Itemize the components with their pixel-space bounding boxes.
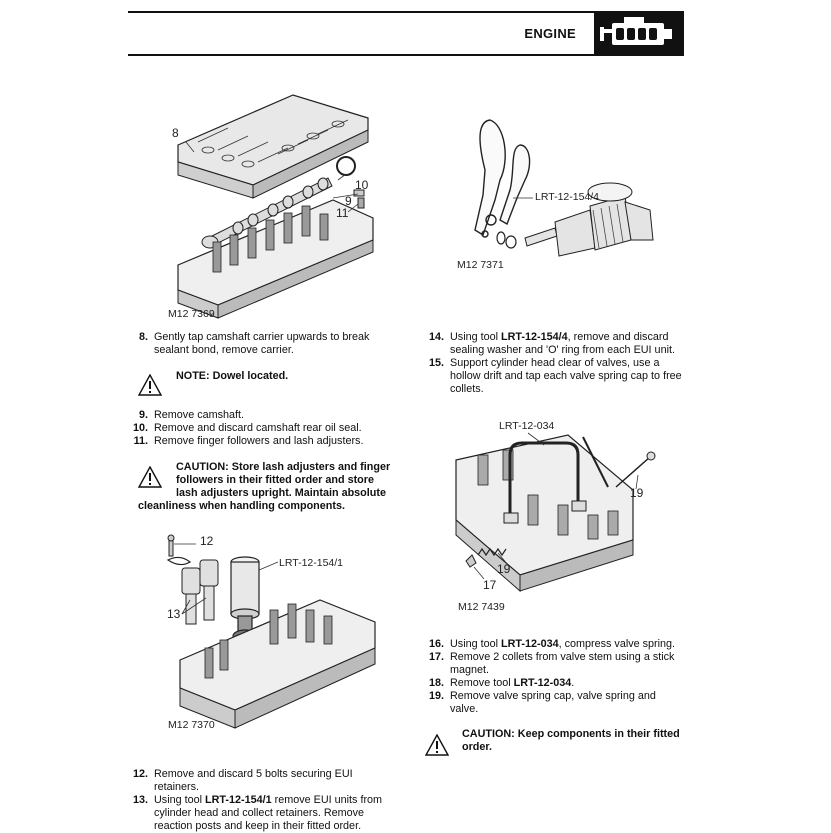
callout-8: 8 xyxy=(172,126,179,140)
callout-10: 10 xyxy=(355,178,369,192)
figure-eui-seal-tool xyxy=(455,110,670,260)
engine-icon xyxy=(594,11,684,55)
tool-label: LRT-12-154/1 xyxy=(279,557,344,569)
callout-19: 19 xyxy=(630,486,644,500)
figure-eui-removal xyxy=(160,530,385,735)
header-top-rule xyxy=(128,11,684,13)
figure-code: M12 7439 xyxy=(458,601,505,613)
callout-9: 9 xyxy=(345,194,352,208)
note-dowel: NOTE: Dowel located. xyxy=(176,370,289,382)
callout-11: 11 xyxy=(336,206,349,220)
caution-line-1: CAUTION: Store lash adjusters and finger xyxy=(176,461,391,473)
caution-line-2: order. xyxy=(462,741,493,753)
warning-icon xyxy=(137,465,163,493)
figure-code: M12 7369 xyxy=(168,308,215,320)
figure-code: M12 7371 xyxy=(457,259,504,271)
tool-label: LRT-12-154/4 xyxy=(535,191,600,203)
callout-12: 12 xyxy=(200,534,214,548)
warning-icon xyxy=(424,733,450,761)
section-title: ENGINE xyxy=(524,26,576,41)
caution-line-4: cleanliness when handling components. xyxy=(138,500,345,512)
header-bottom-rule xyxy=(128,54,684,56)
callout-17: 17 xyxy=(483,578,497,592)
figure-valve-spring-compressor xyxy=(448,415,663,600)
figure-camshaft-carrier xyxy=(168,90,383,320)
caution-line-2: followers in their fitted order and stor… xyxy=(176,474,374,486)
caution-line-1: CAUTION: Keep components in their fitted xyxy=(462,728,680,740)
tool-label: LRT-12-034 xyxy=(499,420,555,432)
caution-line-3: lash adjusters upright. Maintain absolut… xyxy=(176,487,386,499)
callout-19: 19 xyxy=(497,562,511,576)
figure-code: M12 7370 xyxy=(168,719,215,731)
warning-icon xyxy=(137,373,163,401)
callout-13: 13 xyxy=(167,607,181,621)
